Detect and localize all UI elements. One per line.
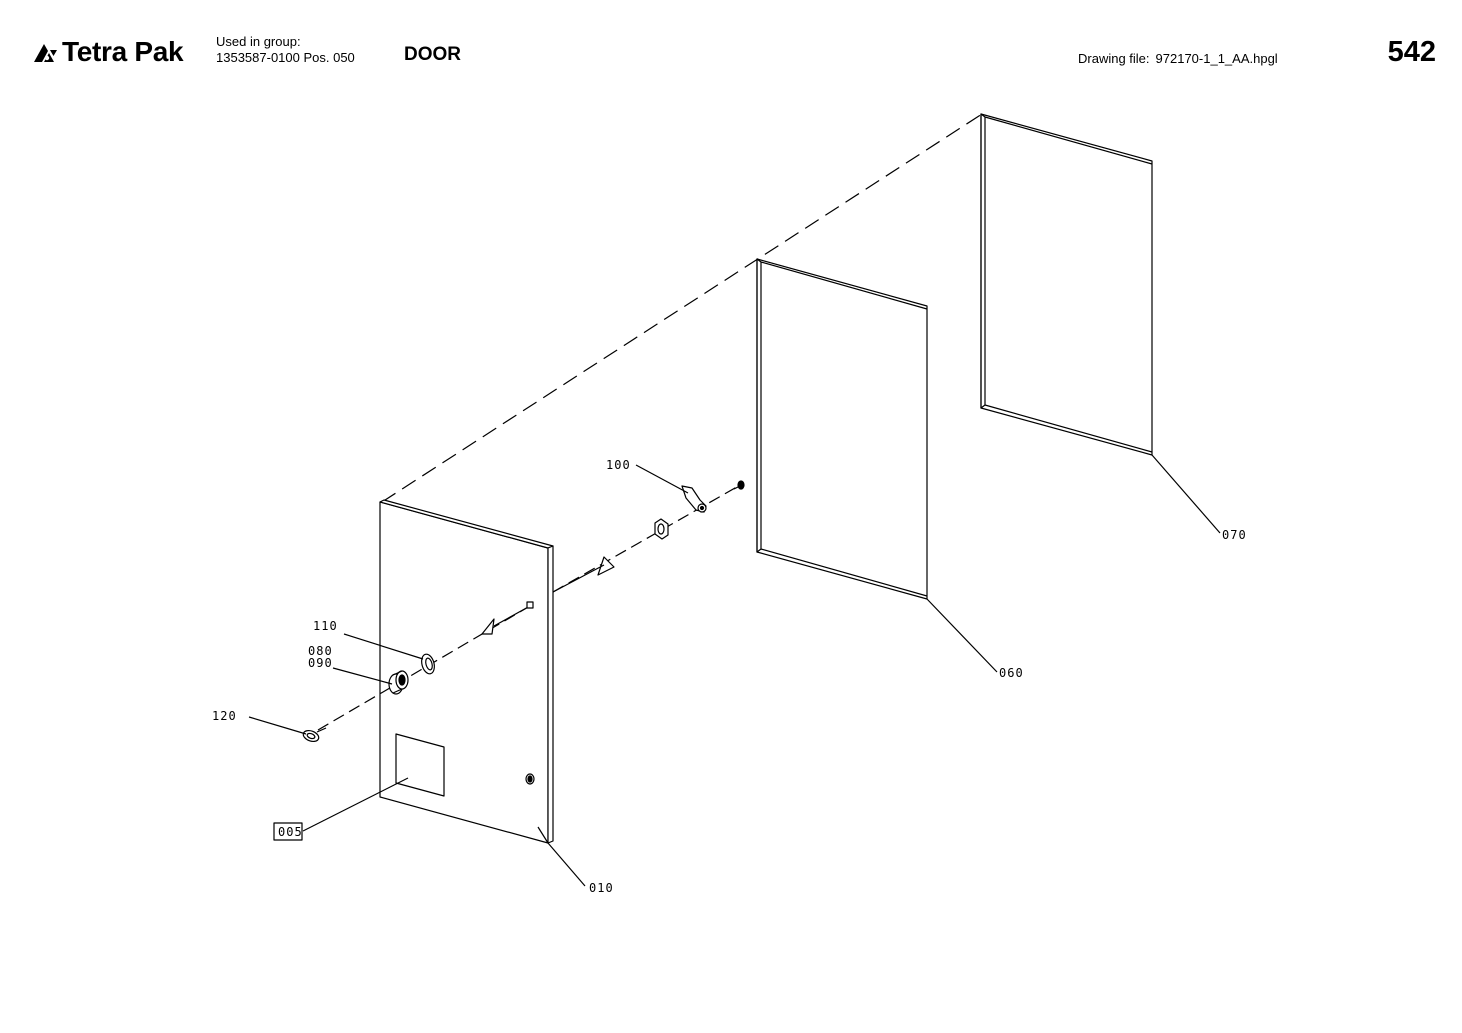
lock-cylinder-part bbox=[388, 670, 409, 695]
insertion-arrow-front bbox=[481, 601, 534, 635]
page-header: Tetra Pak Used in group: 1353587-0100 Po… bbox=[0, 0, 1462, 90]
insertion-arrow-rear bbox=[552, 556, 615, 593]
drawing-file: Drawing file: 972170-1_1_AA.hpgl bbox=[1078, 51, 1278, 66]
callout-060: 060 bbox=[999, 666, 1024, 680]
brand-logo: Tetra Pak bbox=[32, 36, 184, 68]
leader-100 bbox=[635, 464, 689, 494]
callout-box-005 bbox=[273, 822, 303, 841]
callout-080: 080 bbox=[308, 644, 333, 658]
leader-060 bbox=[926, 598, 998, 673]
used-in-label: Used in group: bbox=[216, 34, 301, 49]
leader-080-090 bbox=[332, 667, 393, 685]
drawing-file-value: 972170-1_1_AA.hpgl bbox=[1155, 51, 1278, 66]
leader-005 bbox=[302, 777, 409, 832]
page-title: DOOR bbox=[404, 44, 461, 65]
leader-070 bbox=[1151, 454, 1221, 534]
leader-010 bbox=[547, 842, 586, 887]
washer-part bbox=[421, 653, 435, 675]
latch-cam-part bbox=[681, 485, 707, 513]
callout-110: 110 bbox=[313, 619, 338, 633]
callout-090: 090 bbox=[308, 656, 333, 670]
leader-120 bbox=[248, 716, 307, 735]
drawing-file-label: Drawing file: bbox=[1078, 51, 1150, 66]
screw-part bbox=[733, 480, 745, 490]
page-number: 542 bbox=[1387, 36, 1436, 68]
hex-nut-part bbox=[654, 518, 669, 540]
lock-axis-rear bbox=[552, 483, 743, 593]
leader-110 bbox=[343, 633, 424, 660]
callout-005: 005 bbox=[278, 825, 303, 839]
callout-100: 100 bbox=[606, 458, 631, 472]
callout-070: 070 bbox=[1222, 528, 1247, 542]
tetra-pak-logo-icon bbox=[34, 44, 57, 62]
used-in-value: 1353587-0100 Pos. 050 bbox=[216, 50, 355, 65]
callout-120: 120 bbox=[212, 709, 237, 723]
door-panel bbox=[379, 499, 554, 844]
callout-010: 010 bbox=[589, 881, 614, 895]
panel-070 bbox=[980, 113, 1153, 456]
used-in-group: Used in group: 1353587-0100 Pos. 050 bbox=[216, 34, 355, 66]
key-part bbox=[302, 727, 327, 743]
lock-axis-front bbox=[317, 605, 531, 731]
brand-name: Tetra Pak bbox=[62, 36, 184, 67]
panel-060 bbox=[756, 258, 928, 600]
